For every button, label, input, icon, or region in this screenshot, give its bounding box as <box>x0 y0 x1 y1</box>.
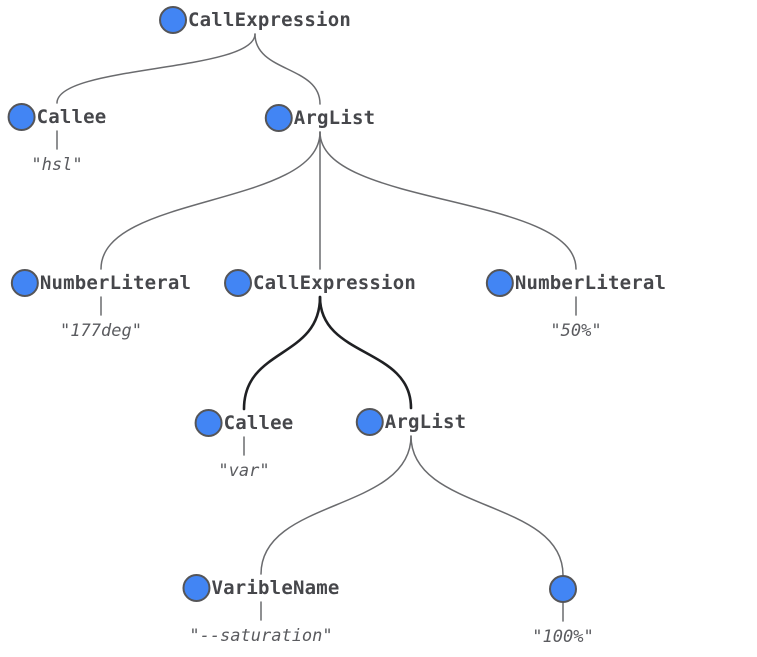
node-circle-icon[interactable] <box>549 575 577 603</box>
node-value-label: "177deg" <box>60 321 142 341</box>
node-circle-icon[interactable] <box>485 269 514 297</box>
tree-node-arglist2[interactable]: ArgList <box>355 408 467 436</box>
node-value-label: "100%" <box>532 627 594 647</box>
node-type-label: Callee <box>223 411 294 434</box>
node-circle-icon[interactable] <box>10 269 39 297</box>
node-circle-icon[interactable] <box>182 574 211 602</box>
node-type-label: CallExpression <box>188 8 351 31</box>
node-type-label: CallExpression <box>253 271 416 294</box>
node-value-label: "--saturation" <box>189 626 333 646</box>
tree-node-callee2[interactable]: Callee <box>194 409 294 437</box>
node-type-label: NumberLiteral <box>514 271 667 294</box>
tree-edge <box>242 295 322 411</box>
node-circle-icon[interactable] <box>7 103 36 131</box>
node-value-label: "50%" <box>550 321 602 341</box>
node-circle-icon[interactable] <box>264 104 293 132</box>
tree-node-varname[interactable]: VaribleName <box>182 574 339 602</box>
node-value-label: "hsl" <box>31 155 83 175</box>
node-type-label: ArgList <box>384 410 467 433</box>
node-type-label: Callee <box>36 105 107 128</box>
node-type-label: NumberLiteral <box>39 271 192 294</box>
tree-edge <box>410 435 564 576</box>
tree-edge <box>254 33 321 105</box>
node-type-label: ArgList <box>293 106 376 129</box>
tree-edge <box>318 295 413 410</box>
tree-edge <box>56 33 256 104</box>
node-circle-icon[interactable] <box>159 6 188 34</box>
node-circle-icon[interactable] <box>355 408 384 436</box>
tree-node-call2[interactable]: CallExpression <box>224 269 416 297</box>
tree-node-root[interactable]: CallExpression <box>159 6 351 34</box>
tree-edge <box>260 435 412 575</box>
tree-node-arglist1[interactable]: ArgList <box>264 104 376 132</box>
node-circle-icon[interactable] <box>194 409 223 437</box>
node-value-label: "var" <box>218 461 270 481</box>
node-circle-icon[interactable] <box>224 269 253 297</box>
tree-edge <box>319 131 577 270</box>
tree-node-num2[interactable]: NumberLiteral <box>485 269 667 297</box>
tree-node-num1[interactable]: NumberLiteral <box>10 269 192 297</box>
tree-edge <box>100 131 321 270</box>
tree-node-pct100[interactable] <box>549 575 577 603</box>
node-type-label: VaribleName <box>211 576 340 599</box>
tree-node-callee1[interactable]: Callee <box>7 103 107 131</box>
